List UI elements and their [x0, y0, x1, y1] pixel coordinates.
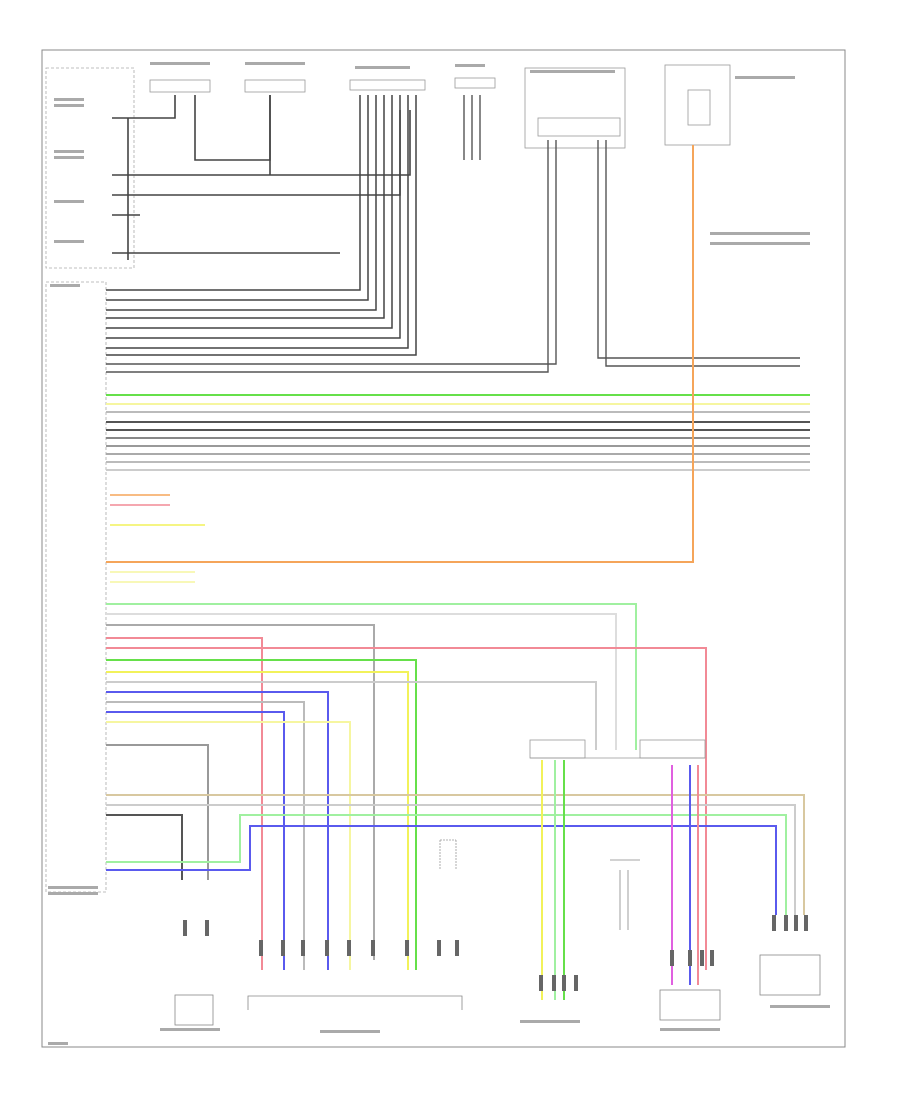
switch-symbol	[610, 859, 640, 930]
diagram-frame	[41, 49, 846, 1048]
top-connector-1	[149, 79, 211, 93]
resistor-symbol	[439, 839, 457, 870]
horizontal-bus	[106, 394, 810, 471]
left-stubs	[110, 494, 205, 583]
relay-box	[664, 64, 731, 146]
bottom-pins	[183, 915, 808, 991]
illegible-labels	[48, 62, 830, 1045]
top-connector-2	[244, 79, 306, 93]
bottom-center-connector	[247, 995, 463, 1010]
switch-wiring	[112, 95, 411, 260]
bottom-right-component-2	[759, 954, 821, 996]
control-module-box	[45, 281, 107, 893]
relay-inner	[687, 89, 711, 126]
antenna-wires	[106, 95, 800, 373]
black-wire-bundle	[106, 95, 417, 356]
junction-box-2	[639, 739, 706, 759]
junction-box-1	[529, 739, 586, 759]
colored-wiring	[106, 603, 805, 1000]
bottom-right-component-1	[659, 989, 721, 1021]
steering-switch-box	[45, 67, 135, 269]
top-connector-4	[454, 77, 496, 89]
telephone-antenna-box	[524, 67, 626, 149]
bottom-left-component	[174, 994, 214, 1026]
orange-wire	[106, 145, 694, 563]
antenna-amp-box	[537, 117, 621, 137]
top-connector-3	[349, 79, 426, 91]
